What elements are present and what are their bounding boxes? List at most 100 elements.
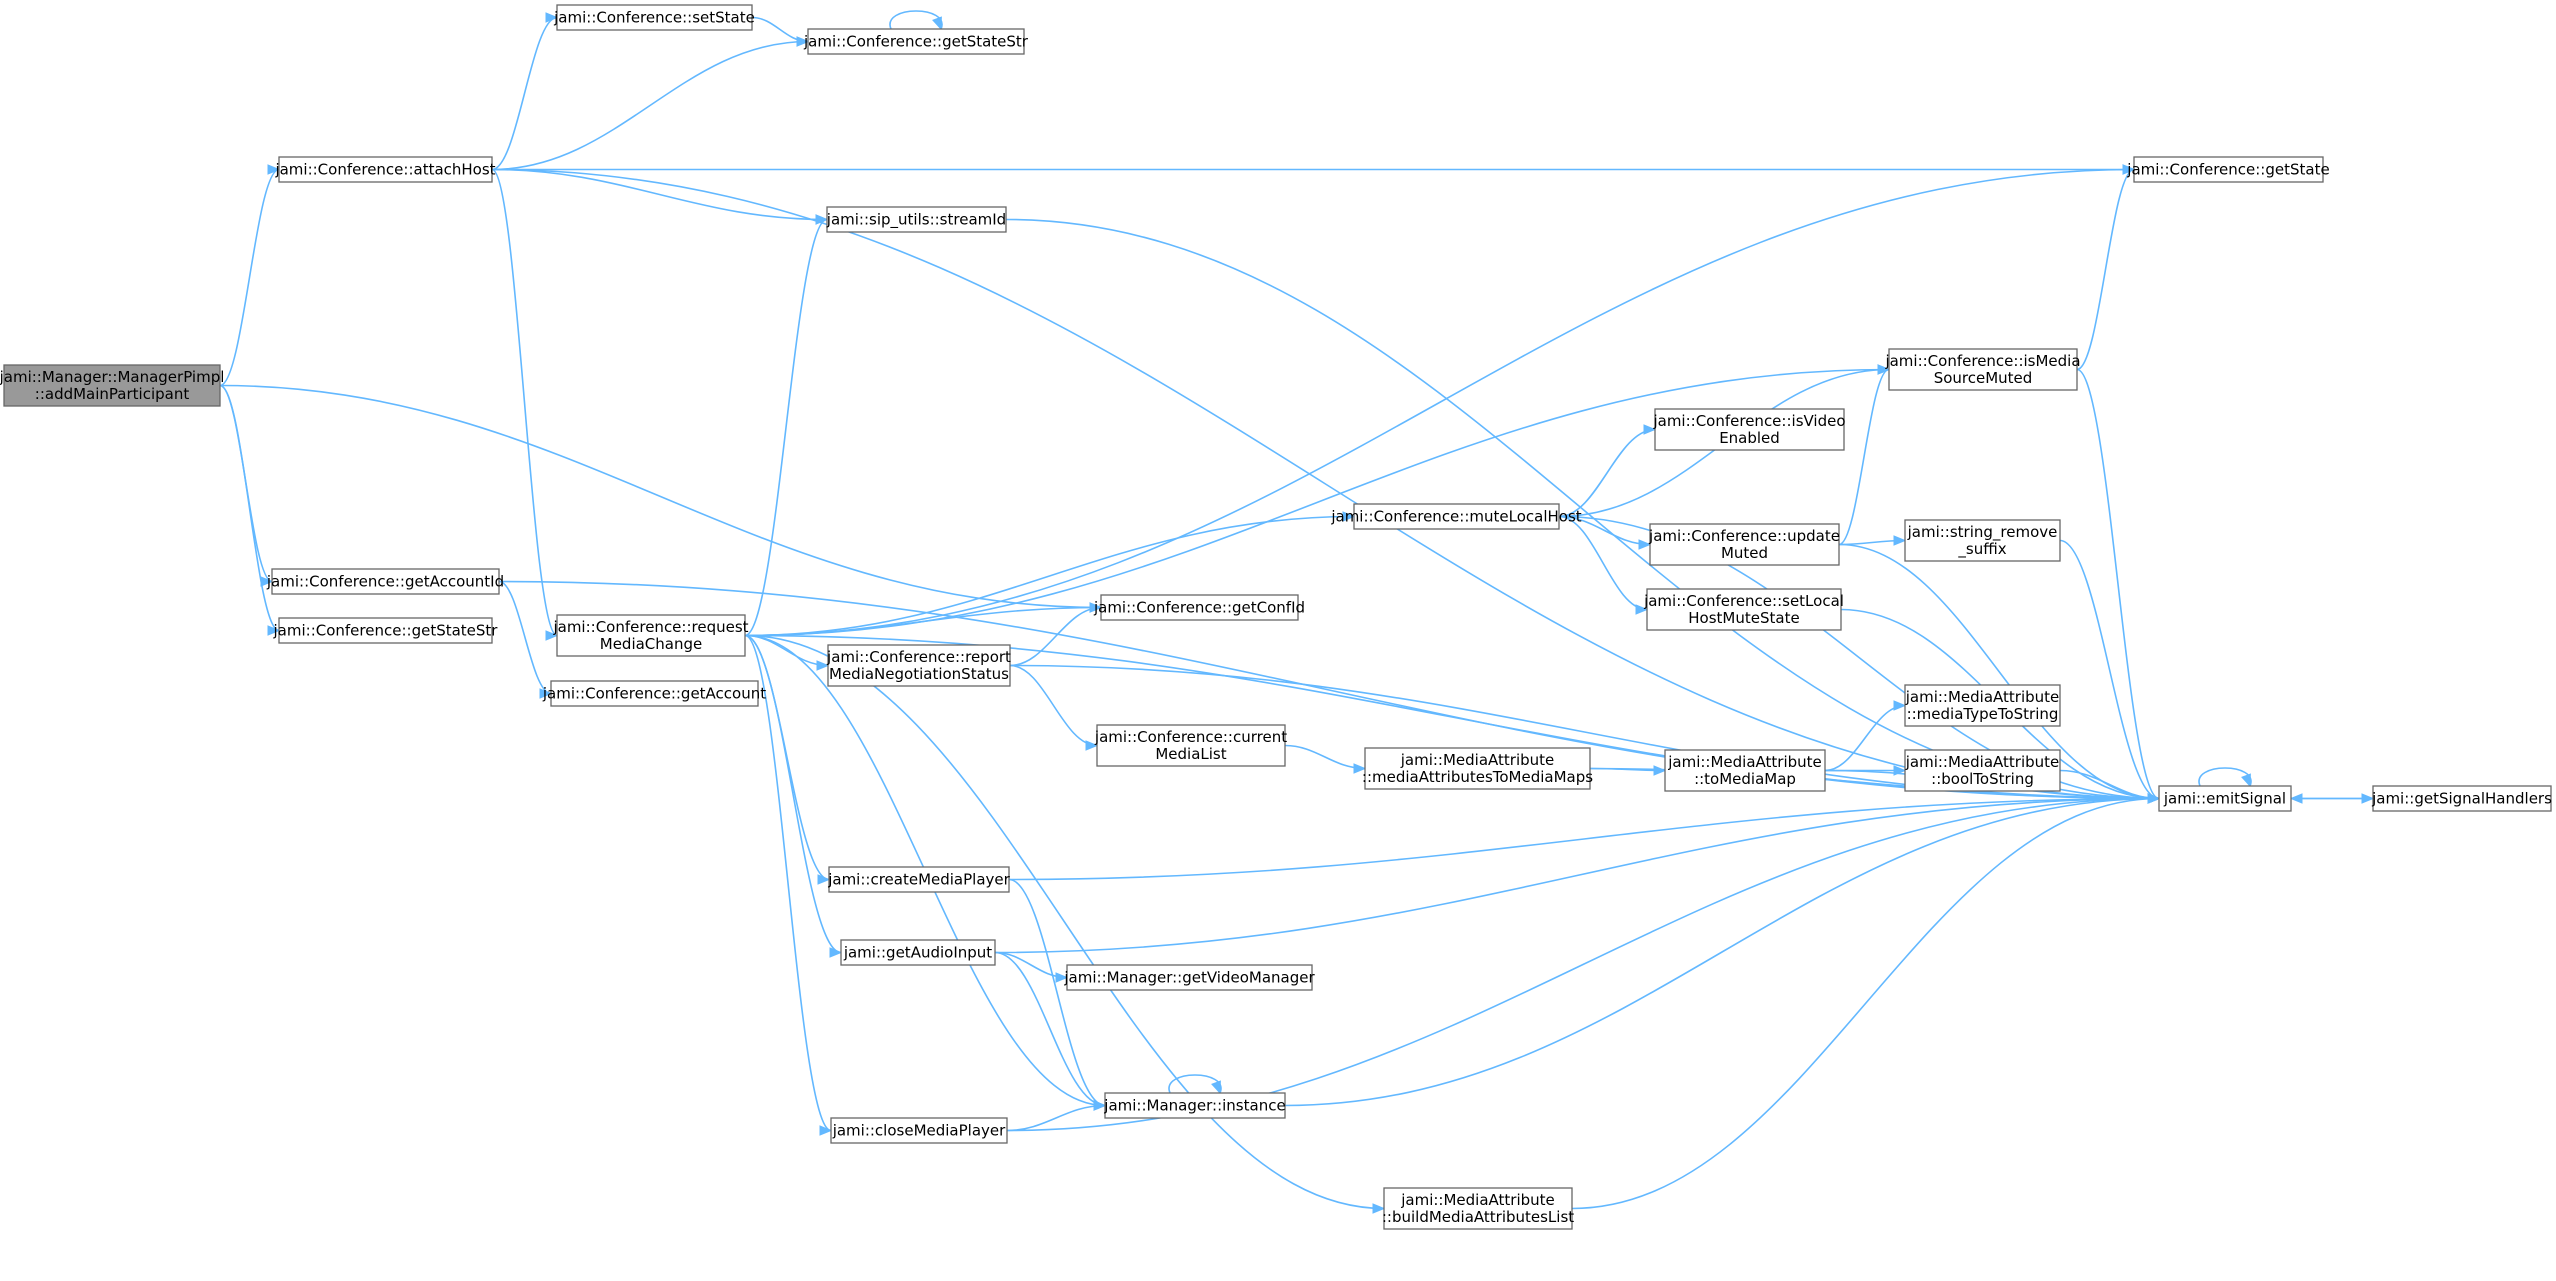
edge-createMediaPlayer-to-emitSignal (1008, 793, 2161, 881)
function-nodes: jami::Manager::ManagerPimpl::addMainPart… (0, 4, 2552, 1230)
node-attachHost[interactable]: jami::Conference::attachHost (274, 156, 496, 183)
edge-reportMediaNegotiationStatus-to-getConfId (1009, 602, 1103, 667)
node-getAccountId[interactable]: jami::Conference::getAccountId (266, 568, 504, 595)
node-label: MediaNegotiationStatus (829, 665, 1009, 683)
node-getStateStr2[interactable]: jami::Conference::getStateStr (273, 617, 499, 644)
edge-requestMediaChange-to-muteLocalHost (744, 511, 1356, 637)
node-streamId[interactable]: jami::sip_utils::streamId (826, 206, 1007, 233)
node-box (1353, 503, 1560, 530)
node-label: jami::closeMediaPlayer (832, 1122, 1006, 1140)
node-box (1383, 1187, 1573, 1230)
edge-createMediaPlayer-to-instance (1008, 878, 1107, 1111)
node-emitSignal[interactable]: jami::emitSignal (2158, 785, 2292, 812)
node-mediaTypeToString[interactable]: jami::MediaAttribute::mediaTypeToString (1904, 684, 2061, 727)
edge-reportMediaNegotiationStatus-to-currentMediaList (1009, 664, 1099, 751)
node-createMediaPlayer[interactable]: jami::createMediaPlayer (827, 866, 1011, 893)
node-label: _suffix (1957, 540, 2006, 559)
node-box (828, 866, 1010, 893)
node-label: jami::Conference::getConfId (1093, 599, 1305, 617)
node-label: jami::Conference::attachHost (274, 161, 495, 179)
node-buildMediaAttributesList[interactable]: jami::MediaAttribute::buildMediaAttribut… (1382, 1187, 1574, 1230)
edge-updateMuted-to-isMediaSourceMuted (1838, 364, 1891, 546)
node-closeMediaPlayer[interactable]: jami::closeMediaPlayer (830, 1117, 1008, 1144)
node-label: jami::Conference::current (1094, 728, 1287, 746)
edge-stringRemoveSuffix-to-emitSignal (2059, 539, 2161, 804)
edge-requestMediaChange-to-streamId (744, 214, 829, 637)
node-box (1904, 519, 2061, 562)
node-box (1066, 964, 1313, 991)
edge-getSignalHandlers-to-emitSignal (2289, 793, 2373, 804)
node-root[interactable]: jami::Manager::ManagerPimpl::addMainPart… (0, 364, 224, 407)
node-box (550, 680, 759, 707)
node-label: jami::Manager::getVideoManager (1063, 969, 1315, 987)
node-reportMediaNegotiationStatus[interactable]: jami::Conference::reportMediaNegotiation… (826, 644, 1011, 687)
node-box (1654, 408, 1845, 451)
node-box (278, 617, 493, 644)
node-label: Enabled (1719, 429, 1780, 447)
edge-closeMediaPlayer-to-emitSignal (1006, 793, 2161, 1132)
node-label: jami::Conference::request (552, 618, 748, 636)
edge-instance-to-emitSignal (1284, 793, 2161, 1107)
node-box (1104, 1092, 1286, 1119)
node-label: jami::MediaAttribute (1905, 753, 2060, 771)
node-label: jami::createMediaPlayer (827, 871, 1010, 889)
node-label: jami::Conference::muteLocalHost (1330, 508, 1581, 526)
edge-isMediaSourceMuted-to-getState (2076, 164, 2136, 371)
node-label: ::mediaTypeToString (1907, 705, 2059, 723)
node-getVideoManager[interactable]: jami::Manager::getVideoManager (1063, 964, 1315, 991)
node-label: jami::Manager::ManagerPimpl (0, 368, 224, 386)
node-box (1364, 747, 1591, 790)
edge-getAccountId-to-getAccount (498, 580, 553, 699)
node-label: MediaChange (600, 635, 702, 653)
node-toMediaMap[interactable]: jami::MediaAttribute::toMediaMap (1664, 749, 1826, 792)
edge-attachHost-to-getState (492, 164, 2136, 175)
node-getConfId[interactable]: jami::Conference::getConfId (1093, 594, 1305, 621)
node-label: jami::Conference::isMedia (1884, 352, 2080, 370)
node-getSignalHandlers[interactable]: jami::getSignalHandlers (2371, 785, 2552, 812)
edge-attachHost-to-getStateStr (491, 36, 810, 171)
node-setState[interactable]: jami::Conference::setState (553, 4, 755, 31)
node-getStateStr[interactable]: jami::Conference::getStateStr (803, 28, 1029, 55)
node-label: jami::Conference::isVideo (1652, 412, 1845, 430)
node-label: jami::Conference::setLocal (1643, 592, 1844, 610)
node-box (1664, 749, 1826, 792)
node-box (1096, 724, 1286, 767)
node-label: MediaList (1155, 745, 1226, 763)
edge-toMediaMap-to-mediaTypeToString (1824, 700, 1907, 772)
node-label: jami::Manager::instance (1103, 1097, 1285, 1115)
node-box (2158, 785, 2292, 812)
node-label: jami::string_remove (1907, 523, 2058, 542)
node-muteLocalHost[interactable]: jami::Conference::muteLocalHost (1330, 503, 1582, 530)
node-label: jami::MediaAttribute (1400, 751, 1555, 769)
node-box (830, 1117, 1008, 1144)
node-getAudioInput[interactable]: jami::getAudioInput (840, 939, 996, 966)
node-box (2372, 785, 2552, 812)
node-instance[interactable]: jami::Manager::instance (1103, 1092, 1286, 1119)
edge-setState-to-getStateStr (751, 16, 810, 47)
node-label: jami::sip_utils::streamId (826, 211, 1006, 230)
edge-mediaAttributesToMediaMaps-to-toMediaMap (1589, 765, 1667, 776)
node-box (556, 614, 746, 657)
node-getAccount[interactable]: jami::Conference::getAccount (542, 680, 766, 707)
node-label: jami::MediaAttribute (1905, 688, 2060, 706)
node-label: jami::MediaAttribute (1667, 753, 1822, 771)
node-getState[interactable]: jami::Conference::getState (2126, 156, 2330, 183)
node-box (1649, 523, 1840, 566)
node-box (3, 364, 221, 407)
node-box (807, 28, 1025, 55)
node-label: jami::Conference::getState (2126, 161, 2329, 179)
node-label: ::buildMediaAttributesList (1382, 1208, 1574, 1226)
edge-currentMediaList-to-mediaAttributesToMediaMaps (1284, 744, 1367, 774)
node-stringRemoveSuffix[interactable]: jami::string_remove_suffix (1904, 519, 2061, 562)
node-box (826, 206, 1007, 233)
node-boolToString[interactable]: jami::MediaAttribute::boolToString (1904, 749, 2061, 792)
node-mediaAttributesToMediaMaps[interactable]: jami::MediaAttribute::mediaAttributesToM… (1362, 747, 1593, 790)
node-label: jami::getAudioInput (843, 944, 992, 962)
